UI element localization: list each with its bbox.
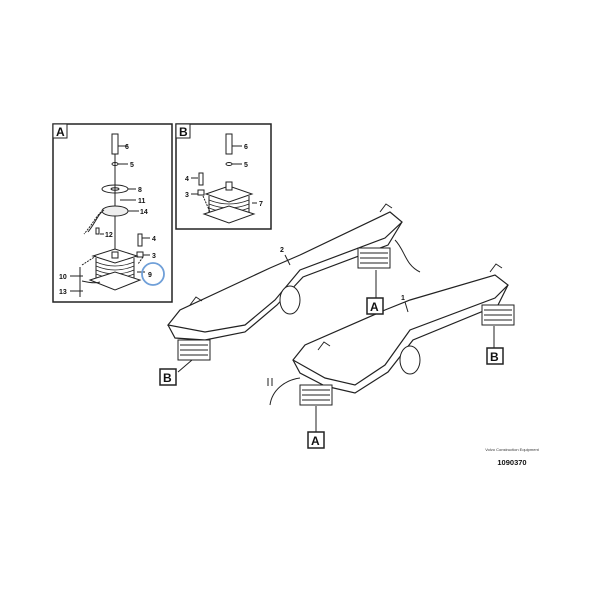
rubber-mount [177,247,515,406]
callout-frame-1[interactable]: 1 [401,295,405,302]
panel-b-title: B [179,125,188,139]
callout-a-13[interactable]: 13 [59,289,67,296]
callout-a-6[interactable]: 6 [125,144,129,151]
callout-frame-2[interactable]: 2 [280,247,284,254]
callout-a-5[interactable]: 5 [130,162,134,169]
callout-b-3[interactable]: 3 [185,192,189,199]
callout-a-11[interactable]: 11 [138,198,146,205]
view-ref-a-rear[interactable]: A [370,300,379,314]
view-ref-b-rear[interactable]: B [163,371,172,385]
callout-a-9[interactable]: 9 [148,272,152,279]
detail-panel-a [52,123,173,303]
callout-a-3[interactable]: 3 [152,253,156,260]
callout-b-5[interactable]: 5 [244,162,248,169]
callout-a-12[interactable]: 12 [105,232,113,239]
callout-a-8[interactable]: 8 [138,187,142,194]
callout-a-14[interactable]: 14 [140,209,148,216]
callout-b-7[interactable]: 7 [259,201,263,208]
callout-a-10[interactable]: 10 [59,274,67,281]
callout-b-4[interactable]: 4 [185,176,189,183]
view-ref-b-front[interactable]: B [490,350,499,364]
frame-beam-1 [292,263,509,394]
brand-text: Volvo Construction Equipment [485,447,539,452]
frame-beam-2 [166,203,403,341]
drawing-number: 1090370 [497,458,527,467]
highlight-circle-part-9[interactable] [141,262,165,286]
detail-panel-b [175,123,272,230]
callout-b-6[interactable]: 6 [244,144,248,151]
panel-a-title: A [56,125,65,139]
callout-a-4[interactable]: 4 [152,236,156,243]
view-ref-a-front[interactable]: A [311,434,320,448]
